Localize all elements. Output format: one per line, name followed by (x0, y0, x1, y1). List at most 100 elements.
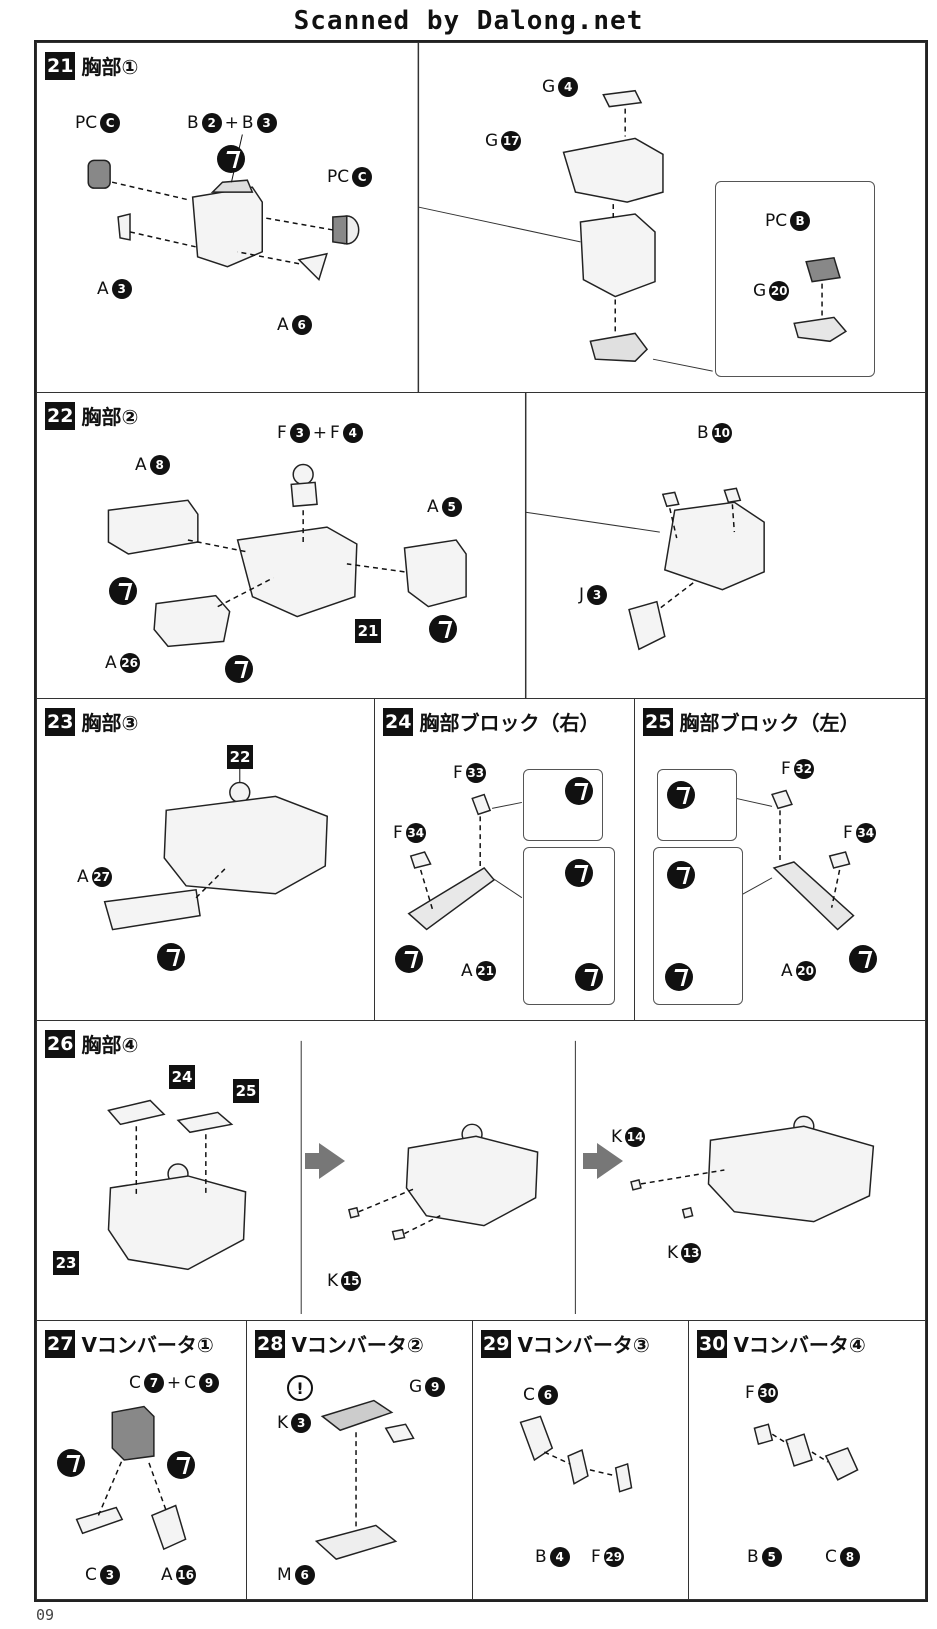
sticker-icon (217, 145, 245, 173)
part-number: 15 (341, 1271, 362, 1291)
part-letter: A (277, 315, 289, 335)
step-reference: 24 (169, 1065, 195, 1089)
instruction-sheet: 21 胸部① (34, 40, 928, 1602)
sticker-icon (429, 615, 457, 643)
step-27-title: 27 Vコンバータ① (45, 1329, 214, 1358)
step-28-title: 28 Vコンバータ② (255, 1329, 424, 1358)
sticker-icon (109, 577, 137, 605)
part-number: C (352, 167, 373, 187)
part-letter: A (781, 961, 793, 981)
step-21-title: 21 胸部① (45, 51, 138, 80)
step-number: 27 (45, 1329, 76, 1358)
sticker-icon (849, 945, 877, 973)
detail-inset-top (657, 769, 737, 841)
part-number: 33 (465, 763, 486, 783)
part-number: 26 (119, 653, 140, 673)
part-number: 4 (558, 77, 579, 97)
part-letter: K (327, 1271, 339, 1291)
sticker-icon (667, 781, 695, 809)
caution-icon: ! (287, 1375, 313, 1401)
part-number: 4 (549, 1547, 570, 1567)
part-number: 13 (681, 1243, 702, 1263)
part-letter: A (77, 867, 89, 887)
step-number: 22 (45, 401, 76, 430)
step-title: 胸部④ (81, 1033, 139, 1057)
part-number: 3 (111, 279, 132, 299)
part-number: 16 (175, 1565, 196, 1585)
step-23-diagram (103, 762, 329, 931)
part-letter: C (523, 1385, 535, 1405)
label-ref-25: 25 (233, 1079, 259, 1103)
step-21-detail-inset (715, 181, 875, 377)
part-letter: A (427, 497, 439, 517)
part-letter: A (105, 653, 117, 673)
part-number: 6 (294, 1565, 315, 1585)
step-29-diagram (519, 1415, 633, 1493)
sticker-icon (575, 963, 603, 991)
scan-credit: Scanned by Dalong.net (293, 6, 644, 36)
step-number: 29 (481, 1329, 512, 1358)
part-letter: F (591, 1547, 601, 1567)
part-letter: G (485, 131, 499, 151)
step-title: Vコンバータ④ (733, 1333, 866, 1357)
step-26-panel: 26 胸部④ (36, 1020, 926, 1322)
step-21-panel: 21 胸部① (36, 42, 926, 394)
part-letter: C (129, 1373, 141, 1393)
part-letter: B (535, 1547, 547, 1567)
part-letter: F (393, 823, 403, 843)
next-arrow-icon (305, 1143, 345, 1179)
part-number: 3 (587, 585, 608, 605)
part-number: 14 (625, 1127, 646, 1147)
part-number: 32 (793, 759, 814, 779)
step-22-panel: 22 胸部② (36, 392, 926, 700)
label-ref-21: 21 (355, 619, 381, 643)
part-number: 20 (769, 281, 790, 301)
step-title: 胸部ブロック（左） (679, 711, 860, 735)
plus-sign: + (224, 113, 239, 133)
label-ref-24: 24 (169, 1065, 195, 1089)
step-number: 30 (697, 1329, 728, 1358)
part-number: 3 (256, 113, 277, 133)
step-30-diagram (753, 1423, 859, 1481)
detail-inset-top (523, 769, 603, 841)
part-letter: B (747, 1547, 759, 1567)
step-number: 26 (45, 1029, 76, 1058)
next-arrow-icon (583, 1143, 623, 1179)
step-title: 胸部② (81, 405, 139, 429)
part-number: 21 (475, 961, 496, 981)
part-number: 2 (201, 113, 222, 133)
part-letter: M (277, 1565, 292, 1585)
step-25-diagram (736, 789, 855, 931)
plus-sign: + (166, 1373, 182, 1393)
part-number: 29 (603, 1547, 624, 1567)
part-number: 3 (289, 423, 310, 443)
sticker-icon (667, 861, 695, 889)
step-number: 28 (255, 1329, 286, 1358)
page-number: 09 (36, 1606, 55, 1624)
part-number: 8 (149, 455, 170, 475)
part-number: 3 (99, 1565, 120, 1585)
